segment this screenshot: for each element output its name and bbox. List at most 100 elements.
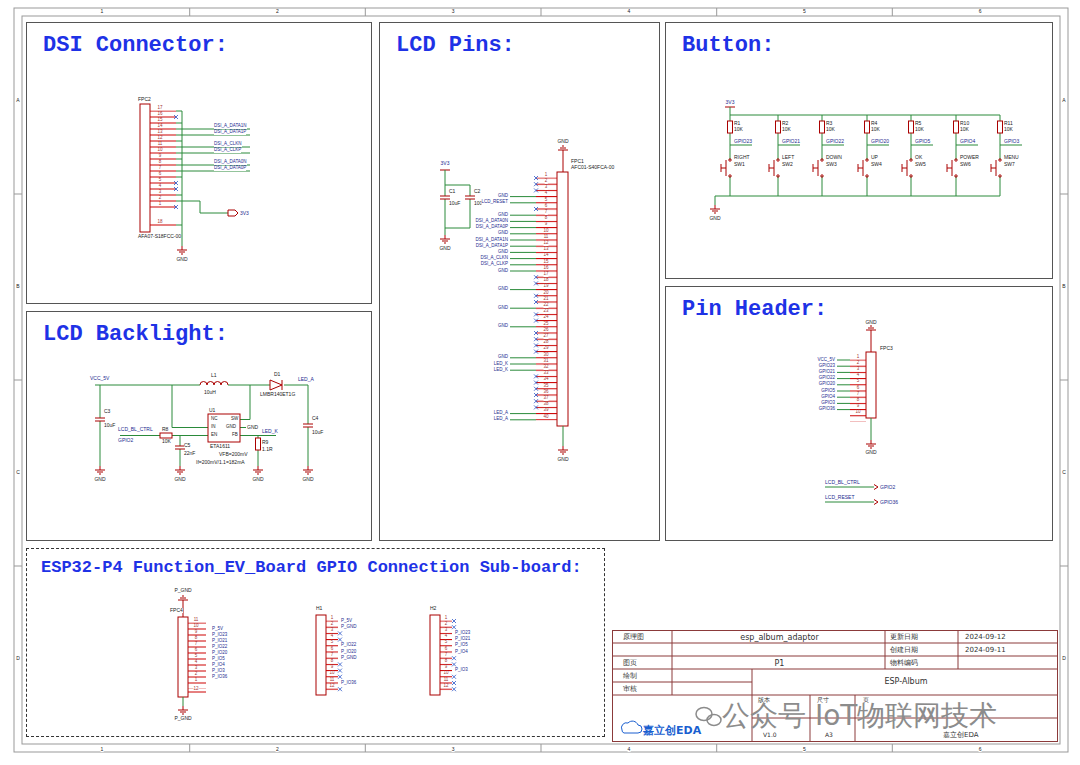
part-label: GND [94,477,105,482]
net-label: GPIO2 [118,438,133,443]
net-label: P_IO4 [455,650,468,655]
net-label: GND [498,213,508,218]
net-label: P_IO5 [455,643,468,648]
pin-number: 22 [543,303,548,308]
title-block-text: A3 [825,732,833,738]
part-label: FPC1 [571,159,584,164]
part-label: POWER [960,155,979,160]
net-label: LED_A [494,411,508,416]
net-label: DSI_A_DATA1N [475,238,508,243]
pin-number: 2 [445,622,448,627]
pin-number: 17 [543,272,548,277]
pin-number: 36 [543,390,548,395]
pin-number: 1 [857,355,860,360]
pin-number: 8 [857,398,860,403]
net-label: DSI_A_DATA0N [475,219,508,224]
part-label: DOWN [826,155,842,160]
net-label: GND [498,324,508,329]
pin-number: 21 [543,297,548,302]
part-label: 10K [871,127,880,132]
part-label: A [16,98,19,103]
part-label: GND [302,477,313,482]
part-label: GND [865,450,876,455]
section-panel: ESP32-P4 Function_EV_Board GPIO Connecti… [26,548,605,737]
part-label: SW [231,417,238,422]
pin-number: 9 [159,154,162,159]
pin-number: 31 [543,359,548,364]
pin-number: 37 [543,396,548,401]
pin-number: 3 [545,185,548,190]
net-label: LED_K [262,429,278,434]
part-label: C2 [474,189,480,194]
pin-number: 7 [545,210,548,215]
net-label: GPIO23 [734,139,752,144]
part-label: 1 [100,747,103,752]
net-label: GND [498,355,508,360]
part-label: GND [226,425,236,430]
pin-number: 12 [329,684,334,689]
net-label: GPIO4 [821,395,835,400]
pin-number: 15 [157,118,162,123]
pin-number: 5 [331,640,334,645]
part-label: 3 [452,747,455,752]
part-label: OK [915,155,922,160]
part-label: UP [871,155,878,160]
pin-number: 18 [157,220,162,225]
part-label: SW4 [871,162,882,167]
section-panel: LCD Pins: [379,22,660,541]
net-label: DSI_A_DATA0P [214,166,246,171]
part-label: 4 [627,9,630,14]
pin-number: 5 [545,198,548,203]
pin-number: 32 [543,365,548,370]
part-label: B [1062,284,1065,289]
pin-number: 16 [543,266,548,271]
part-label: GND [709,216,720,221]
title-block-text: 嘉立创EDA [943,732,978,739]
net-label: LED_A [298,377,314,382]
part-label: SW5 [915,162,926,167]
part-label: 10K [915,127,924,132]
title-block-text: ESP-Album [884,678,927,686]
pin-number: 14 [157,124,162,129]
pin-number: 10 [855,410,860,415]
part-label: R3 [826,121,832,126]
pin-number: 5 [195,654,198,659]
pin-number: 19 [543,284,548,289]
pin-number: 23 [543,309,548,314]
net-label: DSI_A_DATA0P [476,225,508,230]
net-label: DSI_A_DATA1P [214,130,246,135]
pin-number: 11 [444,678,449,683]
pin-number: 10 [543,229,548,234]
net-label: P_IO4 [212,663,225,668]
net-label: GPIO3 [821,401,835,406]
part-label: P_GND [174,588,191,593]
part-label: EN [211,433,217,438]
part-label: SW6 [960,162,971,167]
net-label: P_IO23 [455,631,470,636]
part-label: GND [252,477,263,482]
pin-number: 10 [157,148,162,153]
part-label: H2 [430,606,436,611]
pin-number: 5 [159,178,162,183]
part-label: AFC01-S40FCA-00 [571,165,614,170]
section-panel: Button: [665,22,1053,279]
part-label: 2 [276,9,279,14]
pin-number: 6 [331,647,334,652]
net-label: P_IO20 [212,651,227,656]
pin-number: 14 [543,253,548,258]
part-label: 3 [452,9,455,14]
net-label: GND [498,287,508,292]
pin-number: 18 [543,278,548,283]
watermark-text: 公众号 IoT物联网技术 [722,702,997,730]
section-heading: LCD Pins: [396,35,515,57]
net-label: GPIO36 [819,407,835,412]
part-label: A [1062,98,1065,103]
net-label: GPIO36 [880,500,898,505]
pin-number: 38 [543,402,548,407]
net-label: GND [498,250,508,255]
net-label: GPIO20 [819,382,835,387]
net-label: P_IO20 [341,650,356,655]
pin-number: 2 [545,179,548,184]
net-label: DSI_A_CLKN [214,142,242,147]
